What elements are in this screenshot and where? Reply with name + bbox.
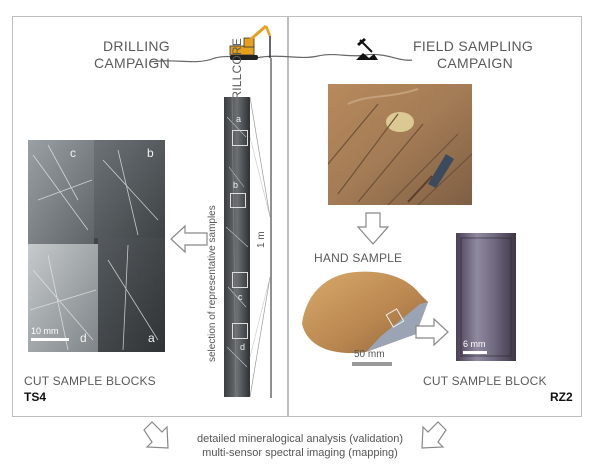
drillcore-image <box>224 96 250 398</box>
block-label-b: b <box>147 146 154 160</box>
rz2-scale-bar <box>463 351 487 354</box>
core-marker-b: b <box>233 180 239 190</box>
block-label-a: a <box>148 331 155 345</box>
rz2-scale-label: 6 mm <box>463 339 486 349</box>
hand-scale-bar <box>352 362 392 366</box>
drilling-campaign-heading: DRILLING CAMPAIGN <box>85 38 170 72</box>
hand-scale-label: 50 mm <box>354 349 385 360</box>
drill-string-line <box>270 58 272 398</box>
core-marker-d-box <box>232 323 248 339</box>
drilling-campaign-panel <box>12 16 288 417</box>
field-heading-line2: CAMPAIGN <box>437 55 514 71</box>
block-label-d: d <box>80 331 87 345</box>
arrow-down-icon <box>356 212 390 245</box>
field-sampling-heading: FIELD SAMPLING CAMPAIGN <box>413 38 533 72</box>
drilling-heading-line2: CAMPAIGN <box>93 55 170 71</box>
depth-indicator <box>249 96 271 398</box>
arrow-left-icon <box>170 224 208 254</box>
cut-sample-blocks-title: CUT SAMPLE BLOCKS <box>24 374 156 388</box>
arrow-down-left-icon <box>421 421 447 449</box>
core-marker-b-box <box>230 193 246 208</box>
drill-rig-icon <box>229 24 272 60</box>
field-heading-line1: FIELD SAMPLING <box>413 38 534 54</box>
hand-sample-label: HAND SAMPLE <box>314 251 403 265</box>
cut-sample-block-rz2 <box>456 233 516 361</box>
left-sample-id: TS4 <box>24 390 47 404</box>
length-label: 1 m <box>256 231 267 248</box>
core-marker-c-box <box>232 272 248 288</box>
drilling-heading-line1: DRILLING <box>103 38 170 54</box>
field-sampling-panel <box>288 16 582 417</box>
terrain-line <box>149 53 413 63</box>
rock-hammer-icon <box>356 38 378 60</box>
core-marker-a-box <box>232 130 248 146</box>
block-label-c: c <box>70 146 76 160</box>
blocks-scale-bar <box>31 338 69 341</box>
footer-line2: multi-sensor spectral imaging (mapping) <box>202 447 398 459</box>
cut-sample-block-title: CUT SAMPLE BLOCK <box>423 374 547 388</box>
cut-sample-blocks-mosaic <box>28 140 165 352</box>
arrow-right-icon <box>415 317 449 347</box>
right-sample-id: RZ2 <box>550 390 573 404</box>
core-marker-a: a <box>236 114 242 124</box>
blocks-scale-label: 10 mm <box>31 326 59 336</box>
hand-sample-image <box>302 271 428 354</box>
arrow-down-right-icon <box>143 421 169 449</box>
core-marker-d: d <box>240 342 246 352</box>
field-photo <box>328 84 472 205</box>
core-marker-c: c <box>238 292 243 302</box>
footer-line1: detailed mineralogical analysis (validat… <box>196 433 404 445</box>
